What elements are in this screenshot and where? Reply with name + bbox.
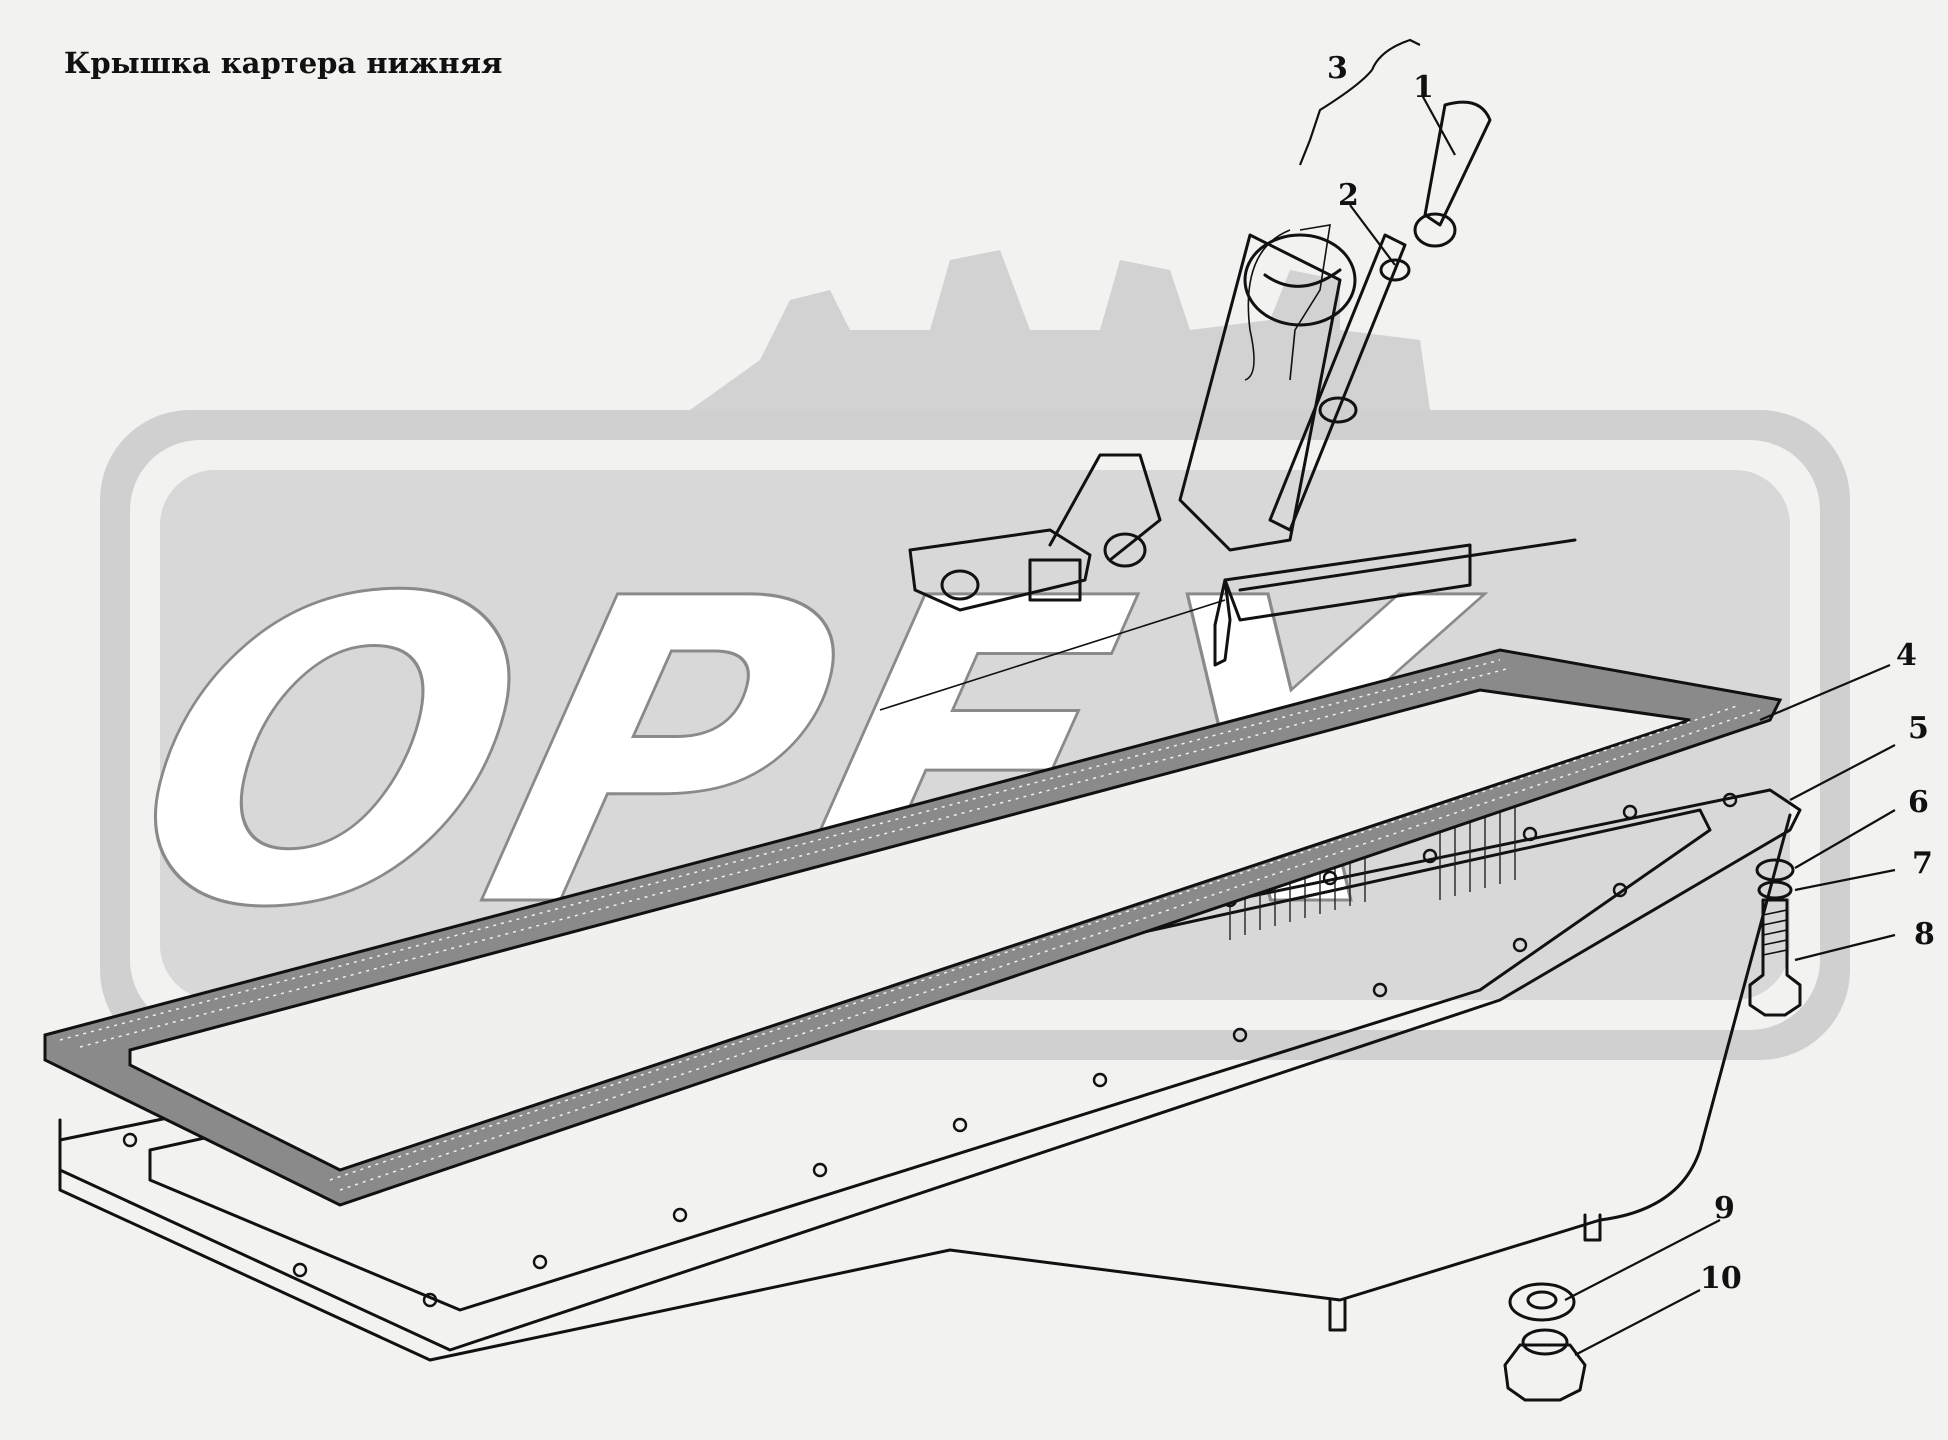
wire-retainer (1289, 224, 1331, 381)
callout-3: 3 (1327, 51, 1348, 86)
oil-pan-body (58, 813, 1792, 1362)
bolt-8-thread (1762, 909, 1788, 956)
bracket-bolts (940, 532, 1147, 602)
cap-wire (1244, 229, 1291, 381)
callout-10: 10 (1700, 1261, 1742, 1296)
leader-7 (1794, 868, 1896, 892)
callout-7: 7 (1912, 846, 1933, 881)
dipstick-handle (1423, 100, 1492, 227)
dipstick-rod-extension (879, 599, 1226, 711)
spring-washer-7 (1757, 880, 1793, 900)
filler-bracket (908, 528, 1092, 612)
leader-5 (1789, 744, 1896, 801)
fastener-parts (1503, 858, 1802, 1402)
callout-2: 2 (1338, 178, 1359, 213)
leader-2 (1349, 204, 1396, 266)
callout-9: 9 (1714, 1191, 1735, 1226)
callout-8: 8 (1914, 917, 1935, 952)
callout-4: 4 (1896, 638, 1917, 673)
gasket (43, 648, 1783, 1207)
gasket-pattern (59, 659, 1761, 1191)
oil-pan-stud-right (1583, 1213, 1602, 1242)
dipstick-fitting-upper (1379, 258, 1411, 282)
dipstick-blade (1213, 578, 1232, 667)
callout-1: 1 (1413, 70, 1434, 105)
filler-bracket-arm (1048, 453, 1162, 562)
leader-lines (1298, 38, 1896, 1356)
oil-pan-flange (58, 788, 1802, 1352)
drain-plug-10-thread (1521, 1328, 1569, 1356)
oil-pan-opening (148, 808, 1712, 1312)
leader-9 (1564, 1219, 1721, 1301)
oil-pan-stud-left (1328, 1298, 1347, 1332)
callout-numbers: 1 2 3 4 5 6 7 8 9 10 (1327, 51, 1935, 1296)
drain-washer-9 (1508, 1282, 1576, 1322)
filler-pipe (1178, 233, 1342, 552)
leader-6 (1794, 809, 1896, 869)
callout-5: 5 (1908, 711, 1929, 746)
dipstick-fitting-lower (1318, 396, 1358, 424)
filler-cap-slot (1263, 268, 1342, 288)
leader-3 (1298, 38, 1421, 166)
leader-1 (1421, 94, 1456, 156)
dipstick-rod (1223, 538, 1577, 622)
leader-8 (1794, 933, 1896, 962)
washer-6 (1755, 858, 1795, 882)
gasket-inner (128, 688, 1691, 1172)
leader-10 (1574, 1289, 1701, 1356)
callout-6: 6 (1908, 785, 1929, 820)
dipstick-tube (1268, 233, 1407, 532)
leader-4 (1759, 663, 1891, 722)
dipstick-knob (1413, 212, 1457, 248)
oil-filler-assembly (879, 100, 1577, 711)
drain-plug-10 (1503, 1343, 1587, 1402)
watermark-gear (690, 250, 1430, 410)
drain-washer-9-hole (1526, 1290, 1558, 1310)
watermark-frame-band (160, 470, 1790, 1000)
page-title: Крышка картера нижняя (64, 46, 503, 80)
filler-cap (1243, 233, 1357, 327)
